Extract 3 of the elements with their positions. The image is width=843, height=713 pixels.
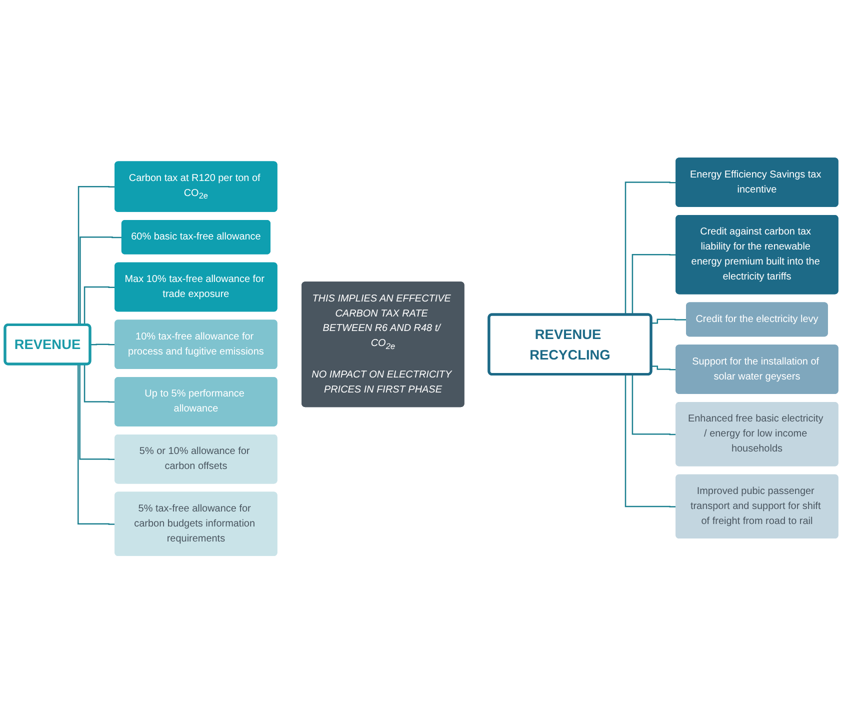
connector <box>90 343 116 345</box>
connector <box>651 365 676 370</box>
connector <box>651 318 687 324</box>
